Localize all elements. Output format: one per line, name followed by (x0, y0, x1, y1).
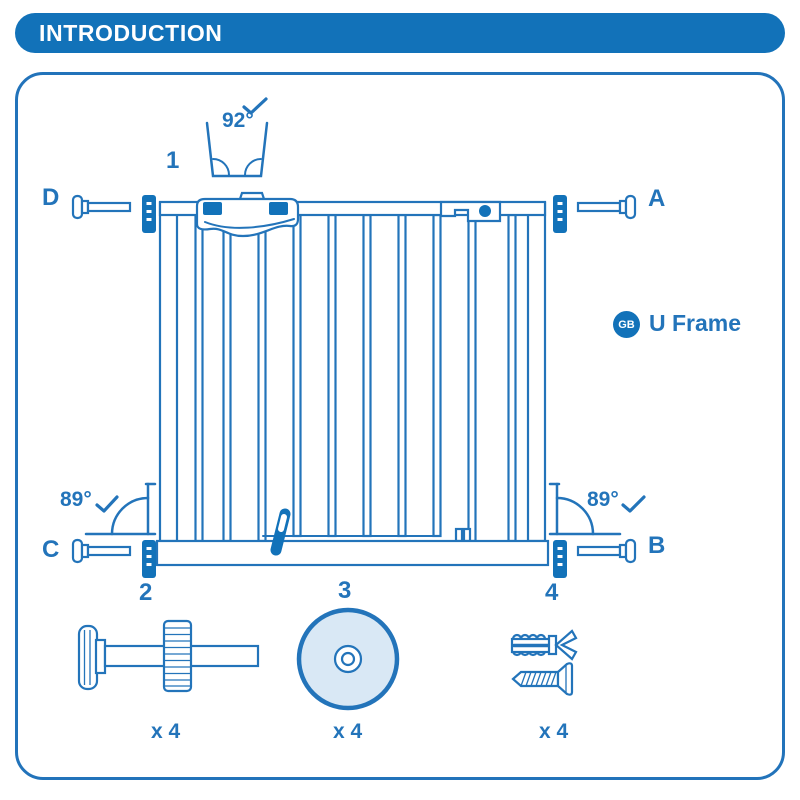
step-3-label: 3 (338, 577, 352, 604)
knurl-ridges (165, 627, 190, 687)
top-angle-gauge (205, 97, 269, 178)
wall-plug (510, 629, 578, 661)
step-1-label: 1 (166, 147, 180, 174)
step-4-label: 4 (545, 579, 559, 606)
hinge (439, 200, 502, 223)
gb-badge-code: GB (618, 318, 635, 331)
qty-wall-cup-label: x 4 (333, 720, 363, 743)
right-angle-label: 89° (587, 488, 619, 511)
screw-a (576, 194, 637, 220)
checkmark-icon (95, 495, 119, 513)
frame-type-label: U Frame (649, 310, 742, 336)
part-wall-fixing (510, 629, 578, 696)
gate-assembly (142, 191, 567, 578)
step-2-label: 2 (139, 579, 153, 606)
part-spindle (77, 619, 260, 693)
screw-d (71, 194, 132, 220)
checkmark-icon (242, 97, 268, 115)
qty-spindle-label: x 4 (151, 720, 181, 743)
top-angle-label: 92° (222, 109, 254, 132)
latch-handle (195, 191, 300, 238)
checkmark-icon (621, 495, 646, 513)
foot-pedal (270, 508, 291, 556)
screw-b (576, 538, 637, 564)
part-b-label: B (648, 532, 666, 559)
screw-c (71, 538, 132, 564)
gate-left-post (158, 201, 179, 543)
part-c-label: C (42, 536, 60, 563)
latch-button (269, 202, 288, 215)
section-title: INTRODUCTION (39, 19, 223, 46)
latch-button (203, 202, 222, 215)
gate-right-post (526, 201, 547, 543)
hinge-pin (479, 205, 491, 217)
gate-bottom-rail (155, 539, 550, 567)
door-rail-tick (462, 527, 472, 543)
gb-badge: GB (613, 311, 640, 338)
left-angle-gauge (84, 482, 157, 536)
door-rail-tick (454, 527, 464, 543)
right-angle-gauge (548, 482, 646, 536)
left-angle-label: 89° (60, 488, 92, 511)
qty-wall-fixing-label: x 4 (539, 720, 569, 743)
wall-screw (511, 662, 574, 696)
wall-mount-nuts (142, 195, 567, 578)
part-a-label: A (648, 185, 666, 212)
section-header: INTRODUCTION (15, 13, 785, 53)
part-d-label: D (42, 184, 60, 211)
gate-bars (194, 213, 517, 543)
part-wall-cup (296, 607, 400, 711)
